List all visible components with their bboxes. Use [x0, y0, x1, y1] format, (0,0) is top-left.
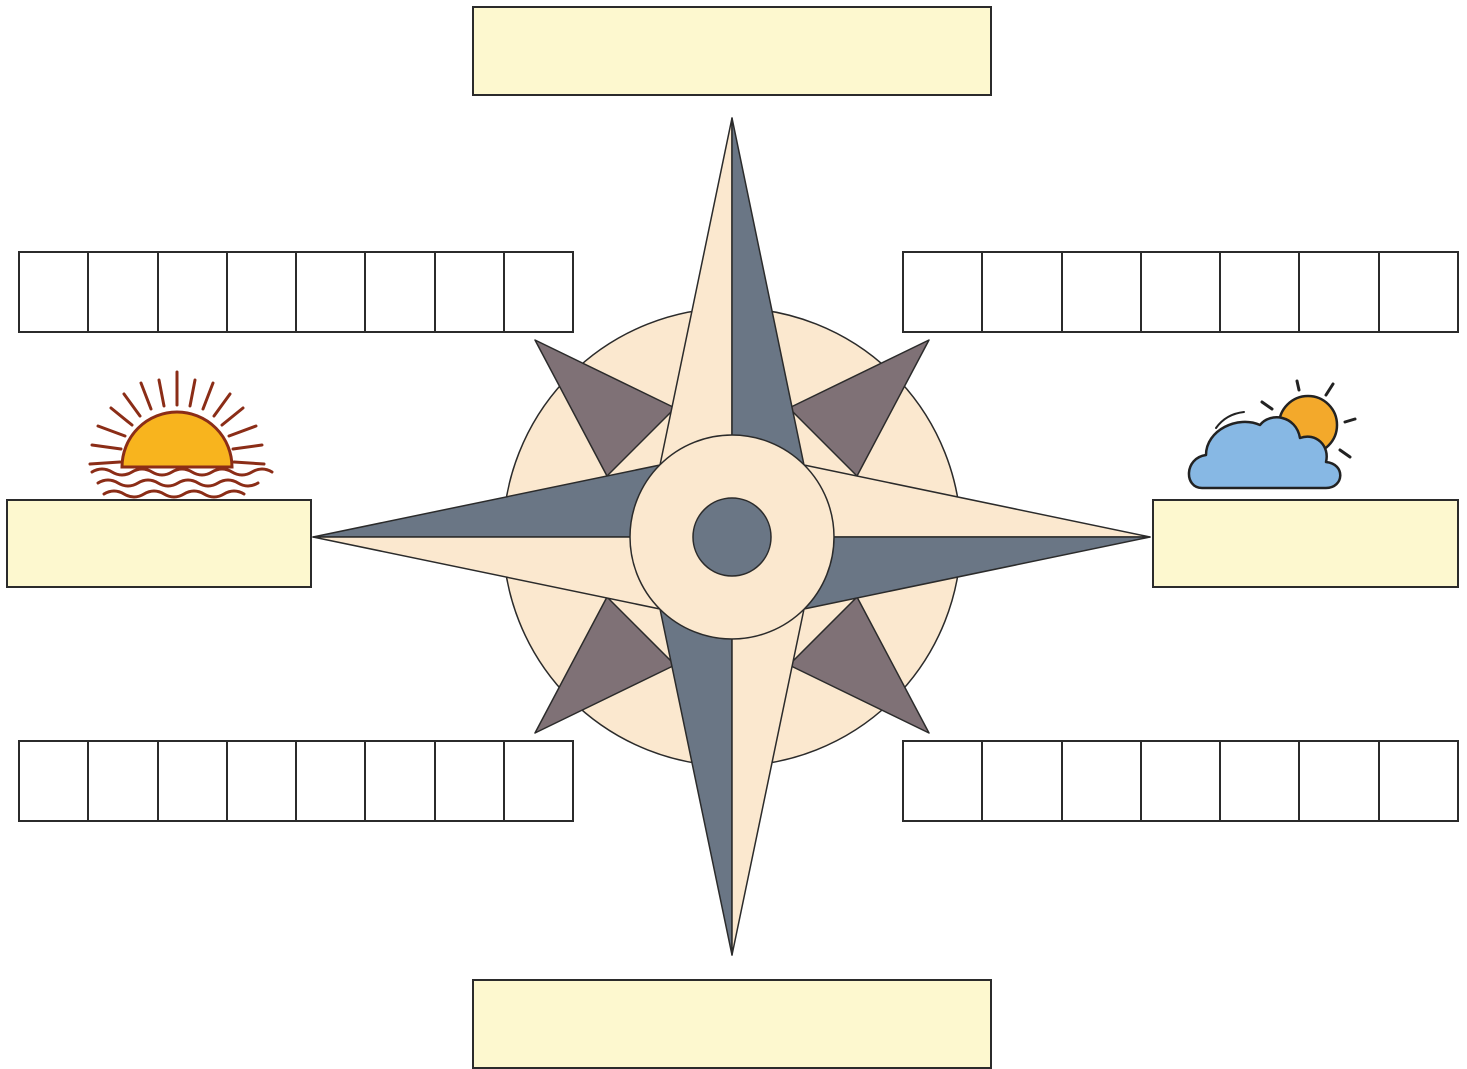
- letter-cell[interactable]: [159, 253, 228, 331]
- letter-cell[interactable]: [1221, 253, 1300, 331]
- south-label-box[interactable]: [472, 979, 992, 1069]
- letter-cell[interactable]: [159, 742, 228, 820]
- letter-cell[interactable]: [20, 742, 89, 820]
- letter-cell[interactable]: [904, 253, 983, 331]
- letter-cell[interactable]: [983, 742, 1062, 820]
- east-label-box[interactable]: [1152, 499, 1459, 588]
- letter-cell[interactable]: [297, 742, 366, 820]
- letter-cell[interactable]: [89, 742, 158, 820]
- letter-cell[interactable]: [1142, 253, 1221, 331]
- letter-cell[interactable]: [1063, 742, 1142, 820]
- northwest-letter-row: [18, 251, 574, 333]
- letter-cell[interactable]: [904, 742, 983, 820]
- letter-cell[interactable]: [436, 253, 505, 331]
- letter-cell[interactable]: [1063, 253, 1142, 331]
- letter-cell[interactable]: [983, 253, 1062, 331]
- letter-cell[interactable]: [1142, 742, 1221, 820]
- northeast-letter-row: [902, 251, 1459, 333]
- letter-cell[interactable]: [1221, 742, 1300, 820]
- southeast-letter-row: [902, 740, 1459, 822]
- west-label-box[interactable]: [6, 499, 312, 588]
- sunset-icon: [90, 372, 272, 497]
- letter-cell[interactable]: [1380, 253, 1457, 331]
- southwest-letter-row: [18, 740, 574, 822]
- letter-cell[interactable]: [89, 253, 158, 331]
- letter-cell[interactable]: [436, 742, 505, 820]
- letter-cell[interactable]: [20, 253, 89, 331]
- letter-cell[interactable]: [1380, 742, 1457, 820]
- partly-cloudy-icon: [1189, 381, 1355, 488]
- letter-cell[interactable]: [1300, 742, 1379, 820]
- letter-cell[interactable]: [1300, 253, 1379, 331]
- letter-cell[interactable]: [505, 742, 572, 820]
- center-hub: [693, 498, 771, 576]
- north-label-box[interactable]: [472, 6, 992, 96]
- letter-cell[interactable]: [366, 742, 435, 820]
- letter-cell[interactable]: [297, 253, 366, 331]
- letter-cell[interactable]: [228, 742, 297, 820]
- letter-cell[interactable]: [366, 253, 435, 331]
- letter-cell[interactable]: [228, 253, 297, 331]
- letter-cell[interactable]: [505, 253, 572, 331]
